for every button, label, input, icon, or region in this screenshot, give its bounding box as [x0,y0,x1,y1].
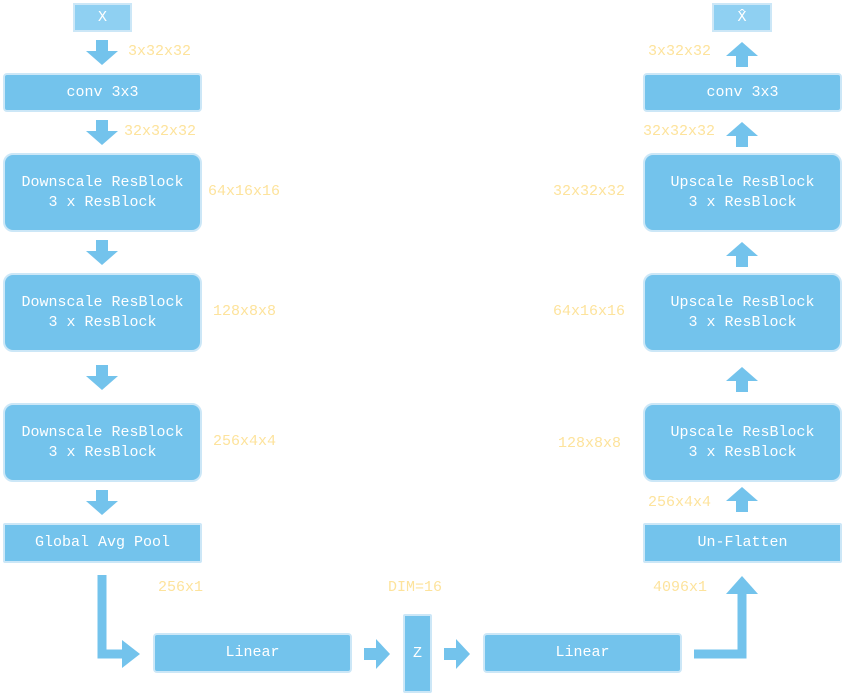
input-x-label: X [97,9,107,26]
encoder-dim-label: 32x32x32 [124,123,197,140]
encoder-dim-label: 256x4x4 [213,433,277,450]
up-arrow [726,576,758,594]
decoder-conv-block: conv 3x3 [643,73,842,112]
decoder-resblock-3: Upscale ResBlock 3 x ResBlock [643,403,842,482]
encoder-conv-label: conv 3x3 [66,83,139,101]
right-arrow [444,639,470,669]
output-xhat-box: X̂ [712,3,772,32]
up-arrow [726,367,758,392]
block-subtitle: 3 x ResBlock [688,193,797,211]
block-subtitle: 3 x ResBlock [48,193,157,211]
block-subtitle: 3 x ResBlock [688,313,797,331]
latent-z-label: Z [412,644,422,662]
block-title: Downscale ResBlock [21,423,184,441]
linear-out-block: Linear [483,633,682,673]
decoder-conv-label: conv 3x3 [706,83,779,101]
up-arrow [726,242,758,267]
block-title: Downscale ResBlock [21,293,184,311]
decoder-dim-label: 4096x1 [653,579,708,596]
latent-z-block: Z [403,614,432,693]
latent-dim-label: DIM=16 [388,579,443,596]
encoder-resblock-2: Downscale ResBlock 3 x ResBlock [3,273,202,352]
encoder-resblock-3: Downscale ResBlock 3 x ResBlock [3,403,202,482]
input-x-box: X [73,3,132,32]
block-title: Downscale ResBlock [21,173,184,191]
connector-pool-to-linear [97,575,124,659]
decoder-dim-label: 3x32x32 [648,43,712,60]
block-title: Upscale ResBlock [670,423,815,441]
unflatten-block: Un-Flatten [643,523,842,563]
down-arrow [86,40,118,65]
encoder-conv-block: conv 3x3 [3,73,202,112]
block-title: Upscale ResBlock [670,293,815,311]
linear-in-label: Linear [225,644,280,661]
down-arrow [86,490,118,515]
right-arrow [122,640,140,668]
down-arrow [86,365,118,390]
up-arrow [726,487,758,512]
decoder-dim-label: 64x16x16 [553,303,626,320]
global-avg-pool-block: Global Avg Pool [3,523,202,563]
block-subtitle: 3 x ResBlock [688,443,797,461]
block-subtitle: 3 x ResBlock [48,313,157,331]
encoder-dim-label: 64x16x16 [208,183,281,200]
block-subtitle: 3 x ResBlock [48,443,157,461]
unflatten-label: Un-Flatten [697,534,788,551]
down-arrow [86,240,118,265]
right-arrow [364,639,390,669]
encoder-dim-label: 256x1 [158,579,204,596]
linear-out-label: Linear [555,644,610,661]
decoder-dim-label: 32x32x32 [553,183,626,200]
connector-linear-to-unflatten [694,590,747,659]
encoder-resblock-1: Downscale ResBlock 3 x ResBlock [3,153,202,232]
up-arrow [726,122,758,147]
encoder-dim-label: 3x32x32 [128,43,192,60]
pool-label: Global Avg Pool [34,534,171,551]
decoder-dim-label: 256x4x4 [648,494,712,511]
linear-in-block: Linear [153,633,352,673]
decoder-dim-label: 128x8x8 [558,435,622,452]
encoder-dim-label: 128x8x8 [213,303,277,320]
block-title: Upscale ResBlock [670,173,815,191]
down-arrow [86,120,118,145]
decoder-dim-label: 32x32x32 [643,123,716,140]
up-arrow [726,42,758,67]
decoder-resblock-1: Upscale ResBlock 3 x ResBlock [643,153,842,232]
decoder-resblock-2: Upscale ResBlock 3 x ResBlock [643,273,842,352]
output-xhat-label: X̂ [737,9,747,26]
